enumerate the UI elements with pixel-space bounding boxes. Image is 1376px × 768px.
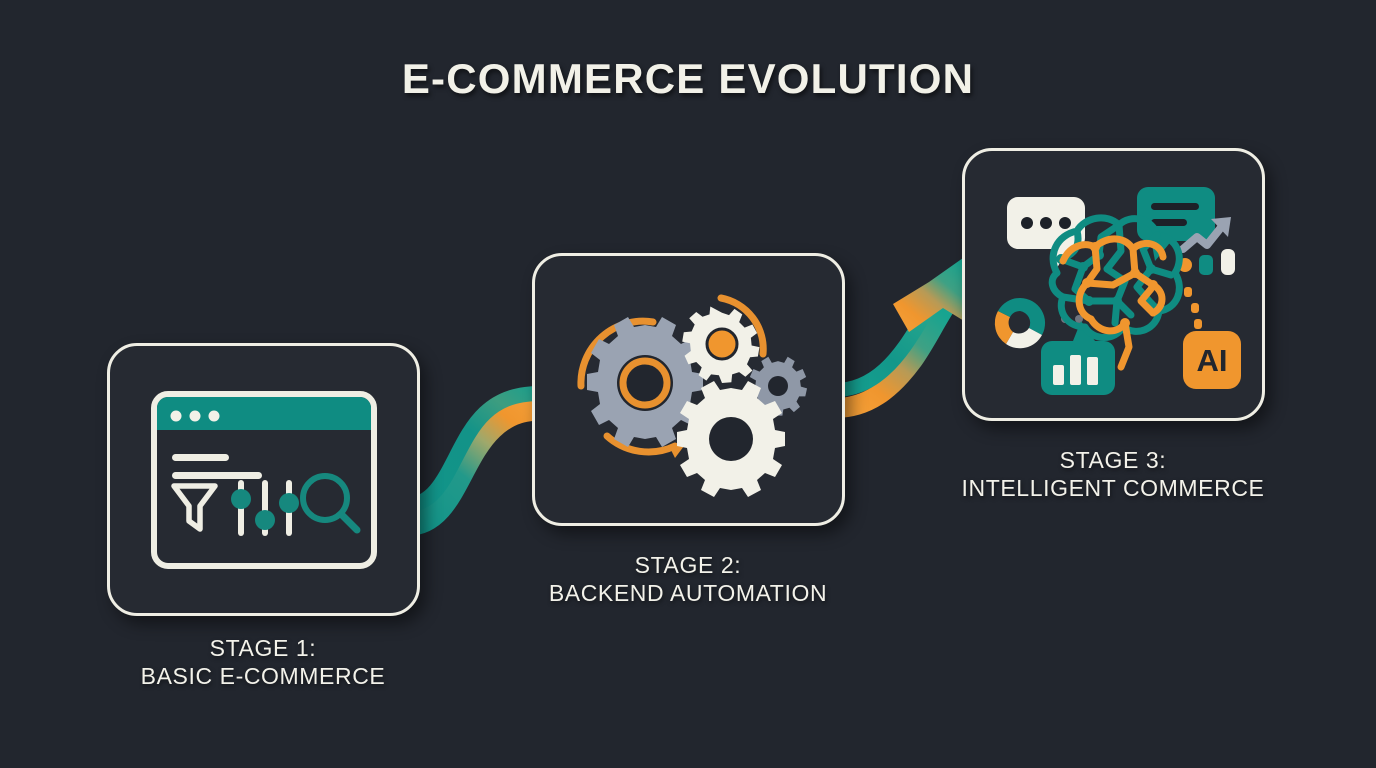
browser-titlebar xyxy=(157,397,371,428)
stage-1-label-line2: BASIC E-COMMERCE xyxy=(140,663,386,689)
gear-small-gray xyxy=(748,356,808,416)
rotation-arc-bottom-arrow xyxy=(603,432,679,456)
rotation-arc-right xyxy=(717,294,767,358)
magnifier-search-icon xyxy=(300,473,361,534)
stage-2-illustration xyxy=(535,256,842,523)
trending-up-arrow-icon xyxy=(1178,217,1235,275)
stage-3-illustration: AI xyxy=(965,151,1262,418)
text-line xyxy=(172,454,229,461)
stage-3-label: STAGE 3: INTELLIGENT COMMERCE xyxy=(913,446,1313,502)
stage-card-1[interactable] xyxy=(107,343,420,616)
gear-cream-orange-center xyxy=(682,306,760,383)
text-line xyxy=(172,472,262,479)
ai-badge: AI xyxy=(1183,331,1241,389)
stage-3-label-line1: STAGE 3: xyxy=(1059,447,1167,473)
stage-1-label-line1: STAGE 1: xyxy=(209,635,317,661)
ai-brain-analytics-icon: AI xyxy=(994,187,1241,395)
stage-1-label: STAGE 1: BASIC E-COMMERCE xyxy=(63,634,463,690)
slider-control xyxy=(279,480,299,536)
browser-frame xyxy=(151,391,377,569)
window-dot xyxy=(208,410,220,422)
window-dot xyxy=(189,410,201,422)
stage-2-label: STAGE 2: BACKEND AUTOMATION xyxy=(488,551,888,607)
stage-2-label-line2: BACKEND AUTOMATION xyxy=(548,580,828,606)
stage-card-3[interactable]: AI xyxy=(962,148,1265,421)
stage-1-illustration xyxy=(110,346,417,613)
brain-network-icon xyxy=(1048,214,1183,371)
slider-control xyxy=(231,480,251,536)
window-dot xyxy=(170,410,182,422)
connector-stage2-stage3 xyxy=(834,248,995,438)
page-title: E-COMMERCE EVOLUTION xyxy=(401,55,975,102)
stage-3-label-line2: INTELLIGENT COMMERCE xyxy=(961,475,1265,501)
gears-automation-icon xyxy=(577,294,808,497)
gear-large-gray xyxy=(587,317,703,447)
browser-window-filters-icon xyxy=(151,391,377,569)
ai-badge-label: AI xyxy=(1197,343,1228,378)
slider-control xyxy=(255,480,275,536)
funnel-filter-icon xyxy=(171,483,218,532)
stage-card-2[interactable] xyxy=(532,253,845,526)
connector-stage1-stage2 xyxy=(405,355,555,540)
stage-2-label-line1: STAGE 2: xyxy=(634,552,742,578)
donut-chart-icon xyxy=(994,297,1046,349)
gear-cream-large xyxy=(677,381,785,497)
rotation-arc-top xyxy=(577,317,657,390)
